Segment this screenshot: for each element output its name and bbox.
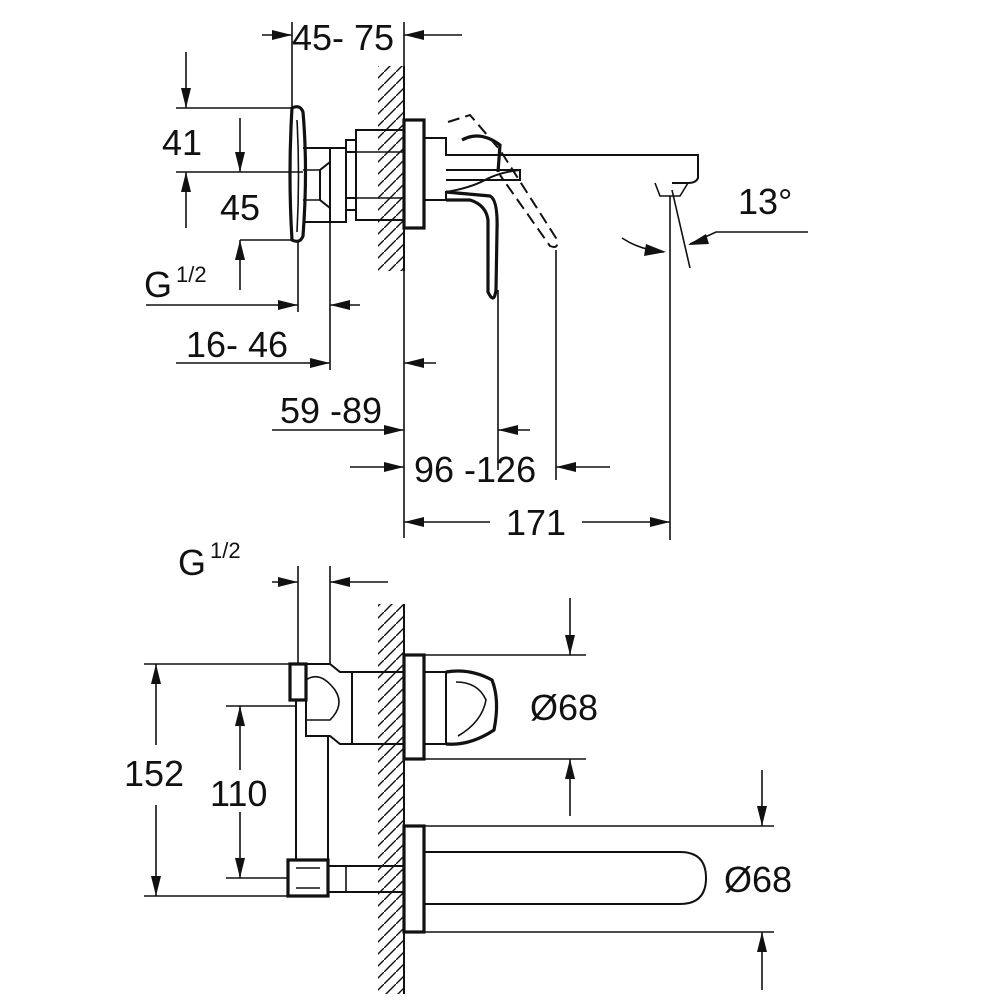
dim-depth-b-label: 59 -89 bbox=[280, 390, 382, 431]
dim-thread-front-fraction: 1/2 bbox=[210, 538, 241, 563]
dim-center-distance: 110 bbox=[210, 705, 296, 879]
lever-side bbox=[445, 134, 502, 300]
dim-total-height: 152 bbox=[124, 663, 290, 897]
dim-connector-height: 45 bbox=[220, 118, 292, 290]
dim-angle: 13° bbox=[621, 181, 808, 269]
lever-alt-position bbox=[447, 113, 559, 248]
rosette-lever-front bbox=[402, 653, 499, 761]
dim-connector-height-label: 45 bbox=[220, 187, 260, 228]
dim-projection: 45- 75 bbox=[262, 17, 462, 108]
dim-lever-reach-label: 96 -126 bbox=[414, 449, 536, 490]
dim-projection-label: 45- 75 bbox=[292, 17, 394, 58]
dim-thread-front: G 1/2 bbox=[178, 538, 388, 664]
dim-spout-diameter: Ø68 bbox=[424, 770, 792, 990]
dim-thread-side: G 1/2 bbox=[144, 222, 360, 370]
spout-side bbox=[424, 137, 699, 201]
wall-front-view bbox=[378, 604, 405, 994]
valve-body-side bbox=[355, 118, 426, 230]
dim-handle-height-label: 41 bbox=[162, 122, 202, 163]
dim-depth-a: 16- 46 bbox=[176, 271, 436, 538]
dim-thread-side-fraction: 1/2 bbox=[176, 262, 207, 287]
dim-spout-length-label: 171 bbox=[506, 502, 566, 543]
dim-lever-reach: 96 -126 bbox=[350, 250, 610, 490]
dim-thread-front-g: G bbox=[178, 542, 206, 583]
handle-side bbox=[288, 105, 357, 243]
dim-thread-side-g: G bbox=[144, 264, 172, 305]
dim-rosette-diameter-label: Ø68 bbox=[530, 687, 598, 728]
dim-depth-a-label: 16- 46 bbox=[186, 324, 288, 365]
dim-spout-length: 171 bbox=[404, 196, 671, 543]
spout-front bbox=[328, 824, 708, 934]
dim-depth-b: 59 -89 bbox=[272, 290, 530, 470]
side-view: 45- 75 41 45 G bbox=[144, 17, 808, 543]
dim-angle-label: 13° bbox=[738, 181, 792, 222]
dim-spout-diameter-label: Ø68 bbox=[724, 859, 792, 900]
front-view: G 1/2 152 110 bbox=[124, 538, 792, 994]
dim-rosette-diameter: Ø68 bbox=[424, 598, 598, 816]
wall-side-view bbox=[378, 66, 405, 271]
dim-total-height-label: 152 bbox=[124, 753, 184, 794]
dim-center-distance-label: 110 bbox=[210, 773, 267, 814]
valve-body-front bbox=[286, 662, 405, 898]
